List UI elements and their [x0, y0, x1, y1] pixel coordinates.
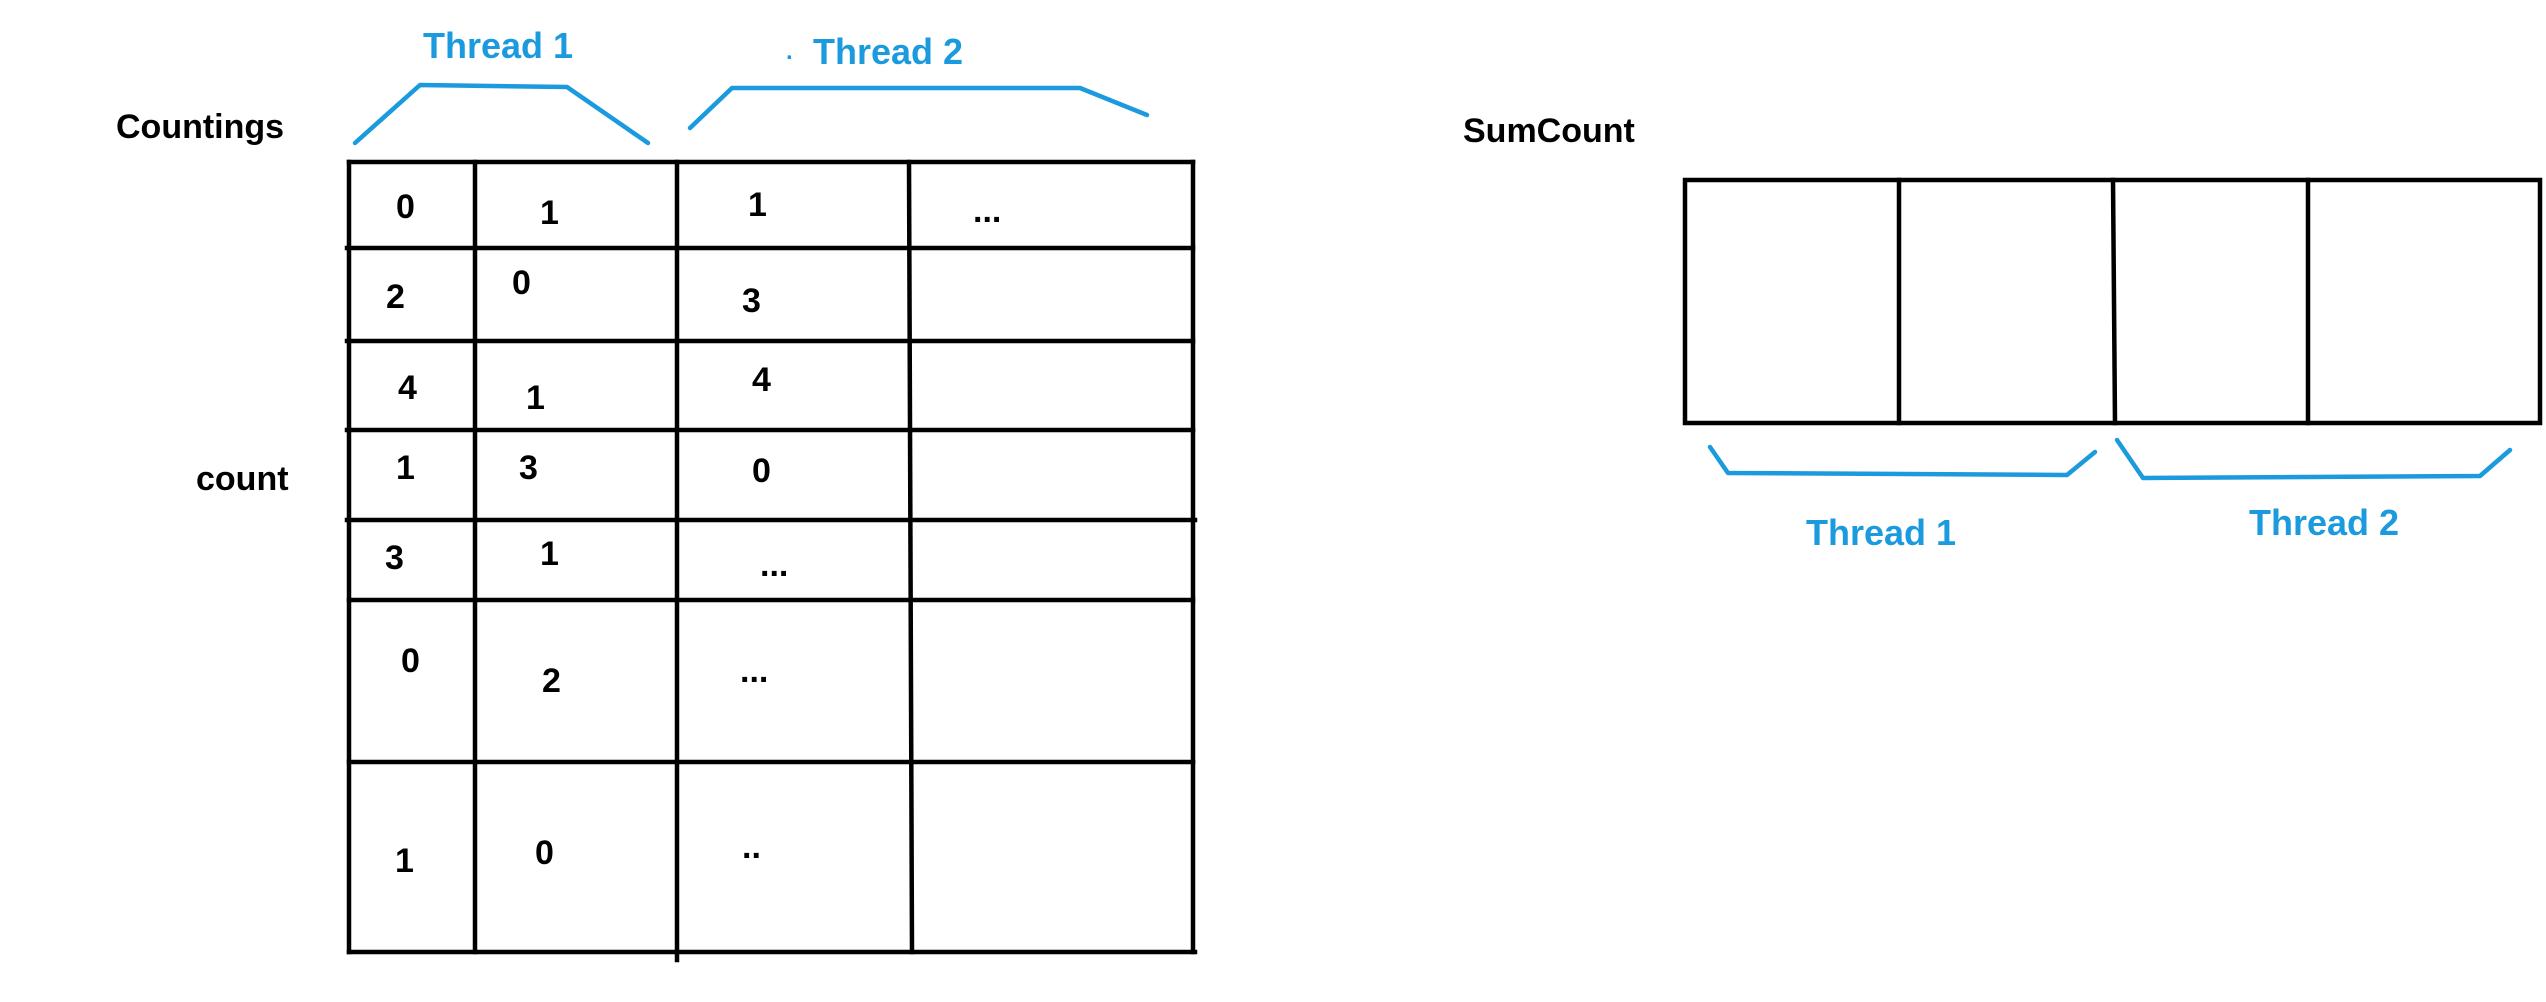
table-cell: ...	[973, 192, 1001, 230]
table-cell: 0	[752, 452, 771, 490]
thread-1-brace-top	[352, 82, 651, 146]
table-cell: 1	[526, 379, 545, 417]
table-cell: ...	[760, 546, 788, 584]
thread-2-label-bottom: Thread 2	[2249, 502, 2399, 543]
table-cell: ..	[742, 828, 761, 866]
table-cell: 2	[542, 662, 561, 700]
countings-label: Countings	[116, 108, 284, 146]
table-cell: 1	[540, 535, 559, 573]
thread-1-brace-bottom	[1707, 444, 2098, 478]
table-cell: 0	[396, 188, 415, 226]
thread-1-label-top: Thread 1	[423, 25, 573, 66]
stray-dot: .	[786, 38, 793, 65]
thread-1-label-bottom: Thread 1	[1806, 512, 1956, 553]
countings-table: 0 1 1 ... 2 0 3 4 1 4 1 3 0 3 1 ... 0 2 …	[385, 186, 1001, 880]
table-cell: 1	[748, 186, 767, 224]
table-cell: 3	[742, 282, 761, 320]
table-cell: 2	[386, 278, 405, 316]
thread-2-brace-top	[687, 85, 1150, 131]
table-cell: 0	[401, 642, 420, 680]
sumcount-label: SumCount	[1463, 112, 1635, 150]
table-cell: 3	[519, 449, 538, 487]
count-label: count	[196, 460, 289, 498]
sumcount-array	[1682, 177, 2543, 426]
thread-2-brace-bottom	[2114, 437, 2513, 481]
table-cell: 1	[396, 449, 415, 487]
table-cell: 4	[752, 361, 771, 399]
countings-table-grid	[344, 159, 1198, 963]
table-cell: 0	[512, 264, 531, 302]
table-cell: ...	[740, 652, 768, 690]
table-cell: 1	[540, 194, 559, 232]
table-cell: 4	[398, 369, 417, 407]
table-cell: 0	[535, 834, 554, 872]
sumcount-divider	[2110, 177, 2118, 426]
table-cell: 1	[395, 842, 414, 880]
table-cell: 3	[385, 539, 404, 577]
thread-2-label-top: Thread 2	[813, 31, 963, 72]
